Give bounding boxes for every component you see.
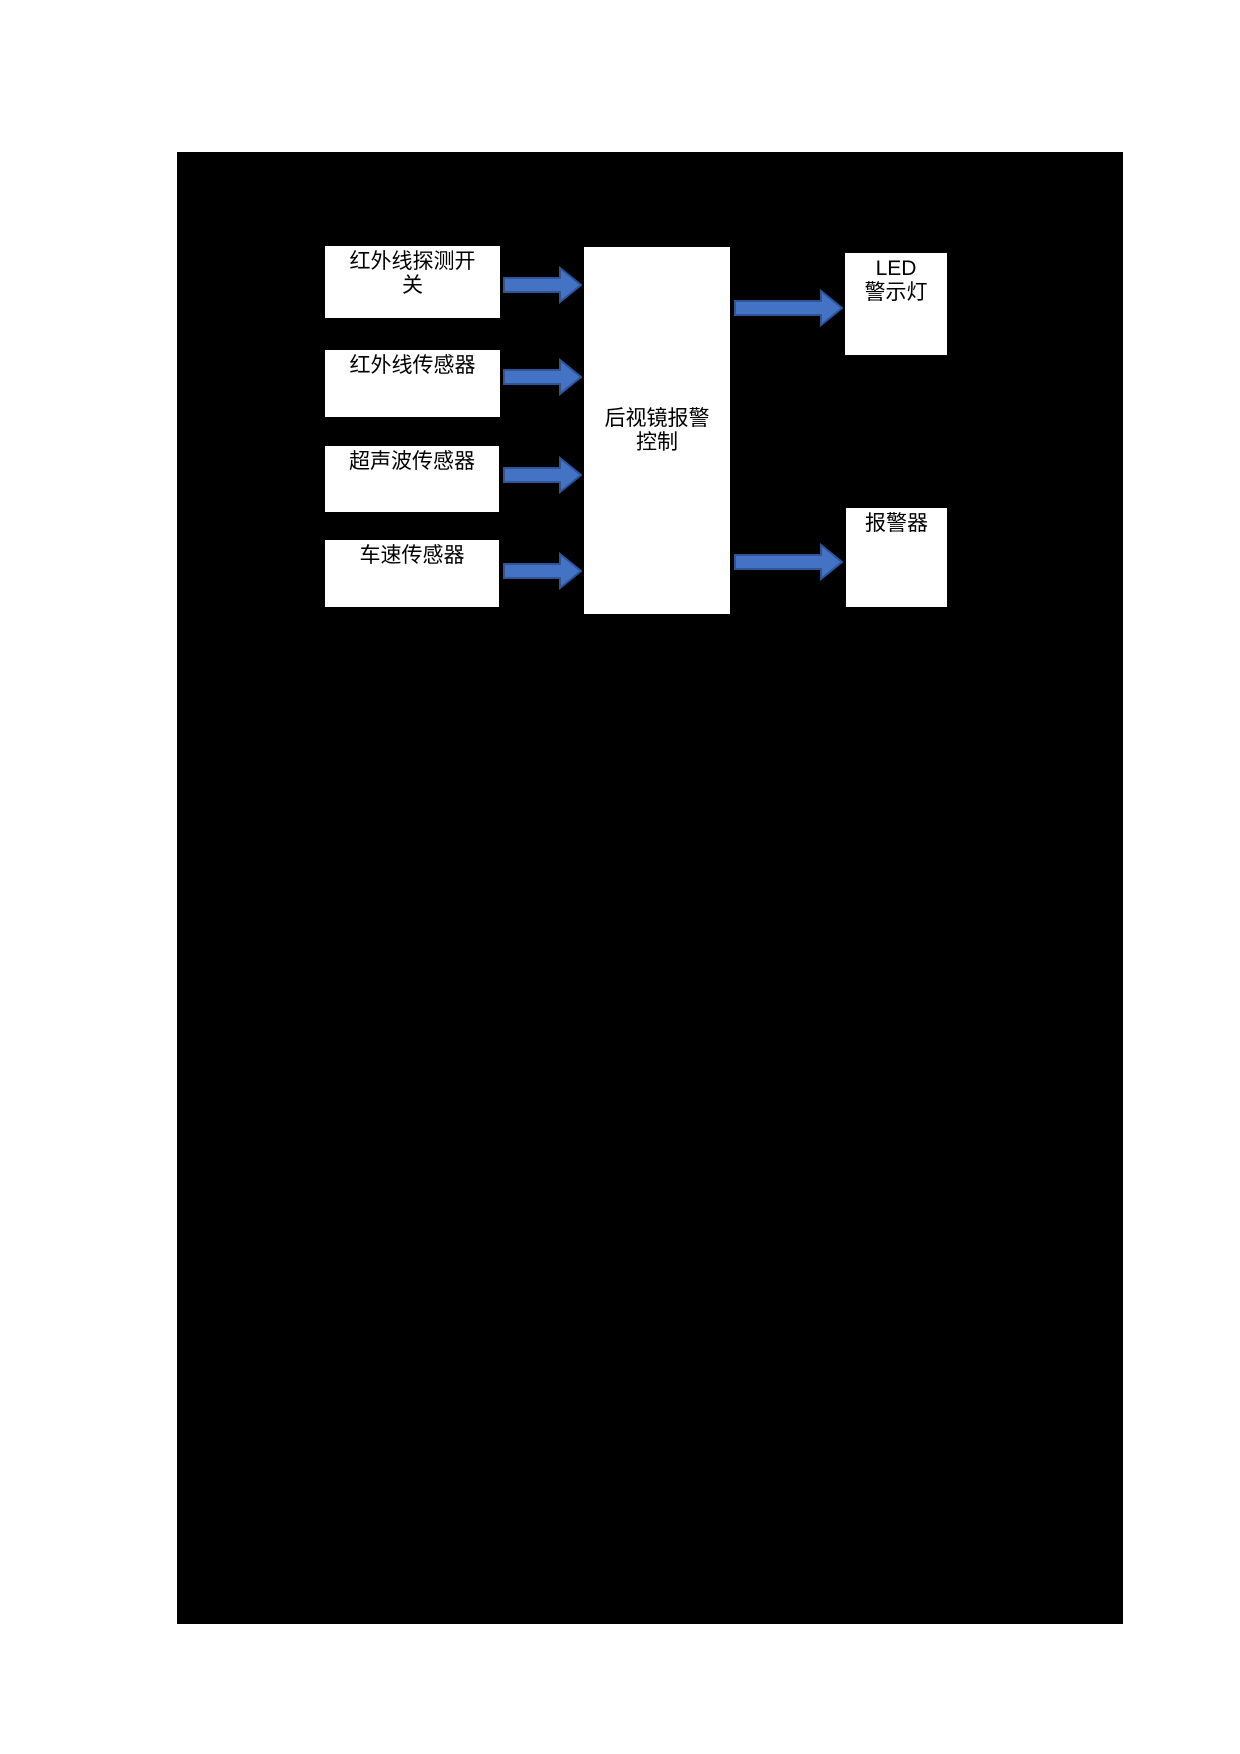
node-ultrasonic-sensor: 超声波传感器 [323,444,501,514]
arrow-speed-sensor-to-controller-icon [503,552,582,590]
node-led-warning-light: LED 警示灯 [843,251,949,357]
node-controller-label: 后视镜报警 控制 [604,406,710,454]
arrow-controller-to-alarm-icon [734,543,843,581]
diagram-canvas: 红外线探测开 关 红外线传感器 超声波传感器 车速传感器 后视镜报警 控制 LE… [177,152,1123,1624]
node-infrared-sensor: 红外线传感器 [323,348,502,419]
node-ultrasonic-sensor-label: 超声波传感器 [349,450,475,473]
node-led-warning-light-label: LED 警示灯 [864,257,928,304]
arrow-infrared-sensor-to-controller-icon [503,358,582,396]
arrow-controller-to-led-light-icon [734,289,843,327]
arrow-infrared-switch-to-controller-icon [503,266,582,304]
node-alarm-label: 报警器 [865,512,928,535]
node-alarm: 报警器 [844,506,949,609]
node-speed-sensor: 车速传感器 [323,538,501,609]
node-speed-sensor-label: 车速传感器 [359,544,465,567]
arrow-ultrasonic-sensor-to-controller-icon [503,456,582,494]
node-infrared-switch-label: 红外线探测开 关 [349,250,476,297]
node-controller: 后视镜报警 控制 [582,245,732,616]
node-infrared-switch: 红外线探测开 关 [323,244,502,320]
node-infrared-sensor-label: 红外线传感器 [349,354,476,377]
